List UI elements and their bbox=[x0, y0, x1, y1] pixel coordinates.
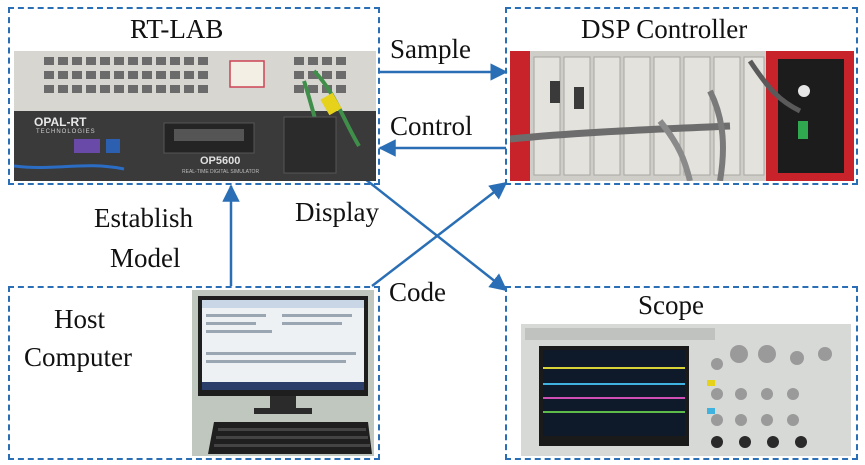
rtlab-photo: OPAL-RT TECHNOLOGIES OP5600 REAL-TIME DI… bbox=[14, 51, 376, 181]
code-label: Code bbox=[389, 277, 446, 307]
code-arrow bbox=[371, 181, 508, 287]
op5600-simulator-image bbox=[14, 51, 376, 181]
rtlab-brand-sub-label: TECHNOLOGIES bbox=[36, 129, 96, 135]
host-computer-title-line1: Host bbox=[54, 304, 106, 334]
rtlab-brand-label: OPAL-RT bbox=[34, 115, 87, 129]
display-label: Display bbox=[295, 197, 379, 227]
rtlab-tagline-label: REAL-TIME DIGITAL SIMULATOR bbox=[182, 169, 260, 175]
dsp-rack-image bbox=[510, 51, 854, 181]
dsp-controller-box bbox=[505, 7, 858, 185]
rtlab-title: RT-LAB bbox=[130, 14, 224, 44]
host-pc-image bbox=[192, 290, 374, 456]
rtlab-box: OPAL-RT TECHNOLOGIES OP5600 REAL-TIME DI… bbox=[8, 7, 380, 185]
host-computer-title-line2: Computer bbox=[24, 342, 132, 372]
scope-box bbox=[505, 286, 858, 460]
dsp-controller-title: DSP Controller bbox=[581, 14, 748, 44]
rtlab-model-label: OP5600 bbox=[200, 155, 241, 167]
establish-model-label-line2: Model bbox=[110, 243, 181, 273]
dsp-controller-photo bbox=[510, 51, 854, 181]
scope-photo bbox=[521, 324, 851, 456]
scope-title: Scope bbox=[638, 290, 704, 320]
oscilloscope-image bbox=[521, 324, 851, 456]
display-arrow bbox=[359, 174, 508, 292]
host-computer-box bbox=[8, 286, 380, 460]
control-label: Control bbox=[390, 111, 473, 141]
sample-label: Sample bbox=[390, 34, 471, 64]
establish-model-label-line1: Establish bbox=[94, 203, 193, 233]
host-computer-photo bbox=[192, 290, 374, 456]
